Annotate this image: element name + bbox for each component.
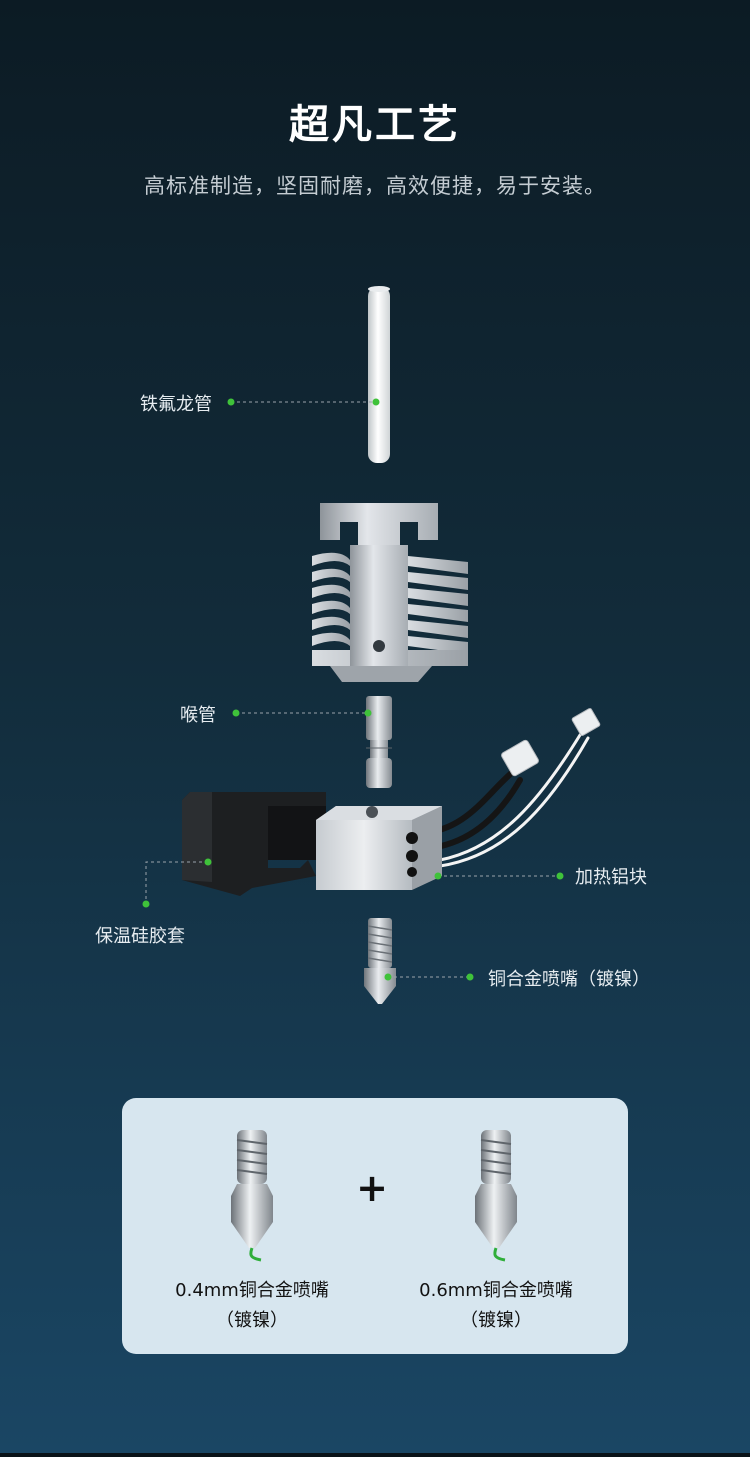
- nozzle-icon: [475, 1130, 517, 1262]
- heater-thermistor-cables: [427, 708, 601, 868]
- ptfe-tube-part: [368, 286, 390, 463]
- nozzle-option-coating: （镀镍）: [216, 1310, 288, 1331]
- label-nozzle: 铜合金喷嘴（镀镍）: [488, 969, 650, 990]
- label-silicone-sock: 保温硅胶套: [95, 926, 185, 947]
- hotend-exploded-view: [142, 286, 601, 1004]
- throat-tube-part: [366, 696, 392, 788]
- page-title: 超凡工艺: [289, 102, 461, 148]
- callout-dots: [142, 398, 564, 981]
- nozzle-options-card: 0.4mm铜合金喷嘴 （镀镍） + 0.6mm铜合金喷嘴 （镀镍）: [122, 1098, 628, 1354]
- bottom-divider: [0, 1453, 750, 1457]
- nozzle-option-coating: （镀镍）: [460, 1310, 532, 1331]
- nozzle-option-04: 0.4mm铜合金喷嘴 （镀镍）: [152, 1126, 352, 1336]
- nozzle-option-name: 0.6mm铜合金喷嘴: [419, 1280, 573, 1301]
- nozzle-option-06: 0.6mm铜合金喷嘴 （镀镍）: [396, 1126, 596, 1336]
- label-ptfe-tube: 铁氟龙管: [140, 394, 212, 415]
- nozzle-option-name: 0.4mm铜合金喷嘴: [175, 1280, 329, 1301]
- nozzle-icon: [231, 1130, 273, 1262]
- label-throat: 喉管: [180, 705, 216, 726]
- plus-icon: +: [356, 1166, 388, 1210]
- heatsink-part: [312, 503, 468, 682]
- nozzle-part: [364, 918, 396, 1004]
- page-subtitle: 高标准制造，坚固耐磨，高效便捷，易于安装。: [144, 174, 606, 198]
- callout-lines: [145, 401, 560, 978]
- heater-block-part: [316, 806, 442, 890]
- label-heater-block: 加热铝块: [575, 867, 647, 888]
- silicone-sock-part: [182, 792, 326, 896]
